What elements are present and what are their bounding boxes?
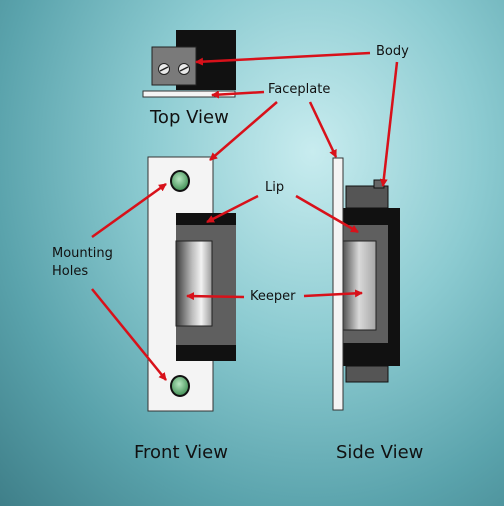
- arrow-keeper-side: [303, 289, 363, 298]
- label-front-view: Front View: [134, 442, 228, 463]
- label-keeper: Keeper: [250, 289, 296, 304]
- arrow-hole-top: [91, 182, 167, 239]
- label-top-view: Top View: [150, 107, 229, 128]
- label-faceplate: Faceplate: [268, 82, 331, 97]
- front-keeper: [175, 240, 213, 327]
- side-faceplate: [332, 157, 344, 411]
- side-view: [332, 157, 400, 411]
- arrow-body-top: [195, 51, 371, 66]
- arrow-hole-bottom: [91, 288, 167, 381]
- label-lip: Lip: [265, 180, 285, 195]
- arrow-faceplate-side: [308, 101, 338, 158]
- side-body-bottom: [345, 365, 389, 383]
- top-view: [142, 30, 236, 98]
- arrow-lip-front: [206, 194, 259, 224]
- front-mounting-hole-top: [170, 170, 190, 192]
- front-mounting-hole-bottom: [170, 375, 190, 397]
- arrow-lip-side: [295, 194, 359, 234]
- label-mounting-holes-line1: Mounting: [52, 246, 113, 261]
- callout-arrows: [91, 51, 399, 381]
- arrow-faceplate-front: [209, 101, 278, 161]
- front-view: [147, 156, 236, 412]
- label-mounting-holes-line2: Holes: [52, 264, 89, 279]
- arrow-keeper-front: [186, 292, 245, 301]
- label-body: Body: [376, 44, 409, 59]
- side-keeper: [341, 240, 377, 331]
- top-view-terminal-block: [151, 46, 197, 86]
- label-side-view: Side View: [336, 442, 424, 463]
- arrow-body-side: [379, 61, 399, 187]
- arrow-faceplate-top: [211, 90, 265, 99]
- side-body-top: [345, 185, 389, 209]
